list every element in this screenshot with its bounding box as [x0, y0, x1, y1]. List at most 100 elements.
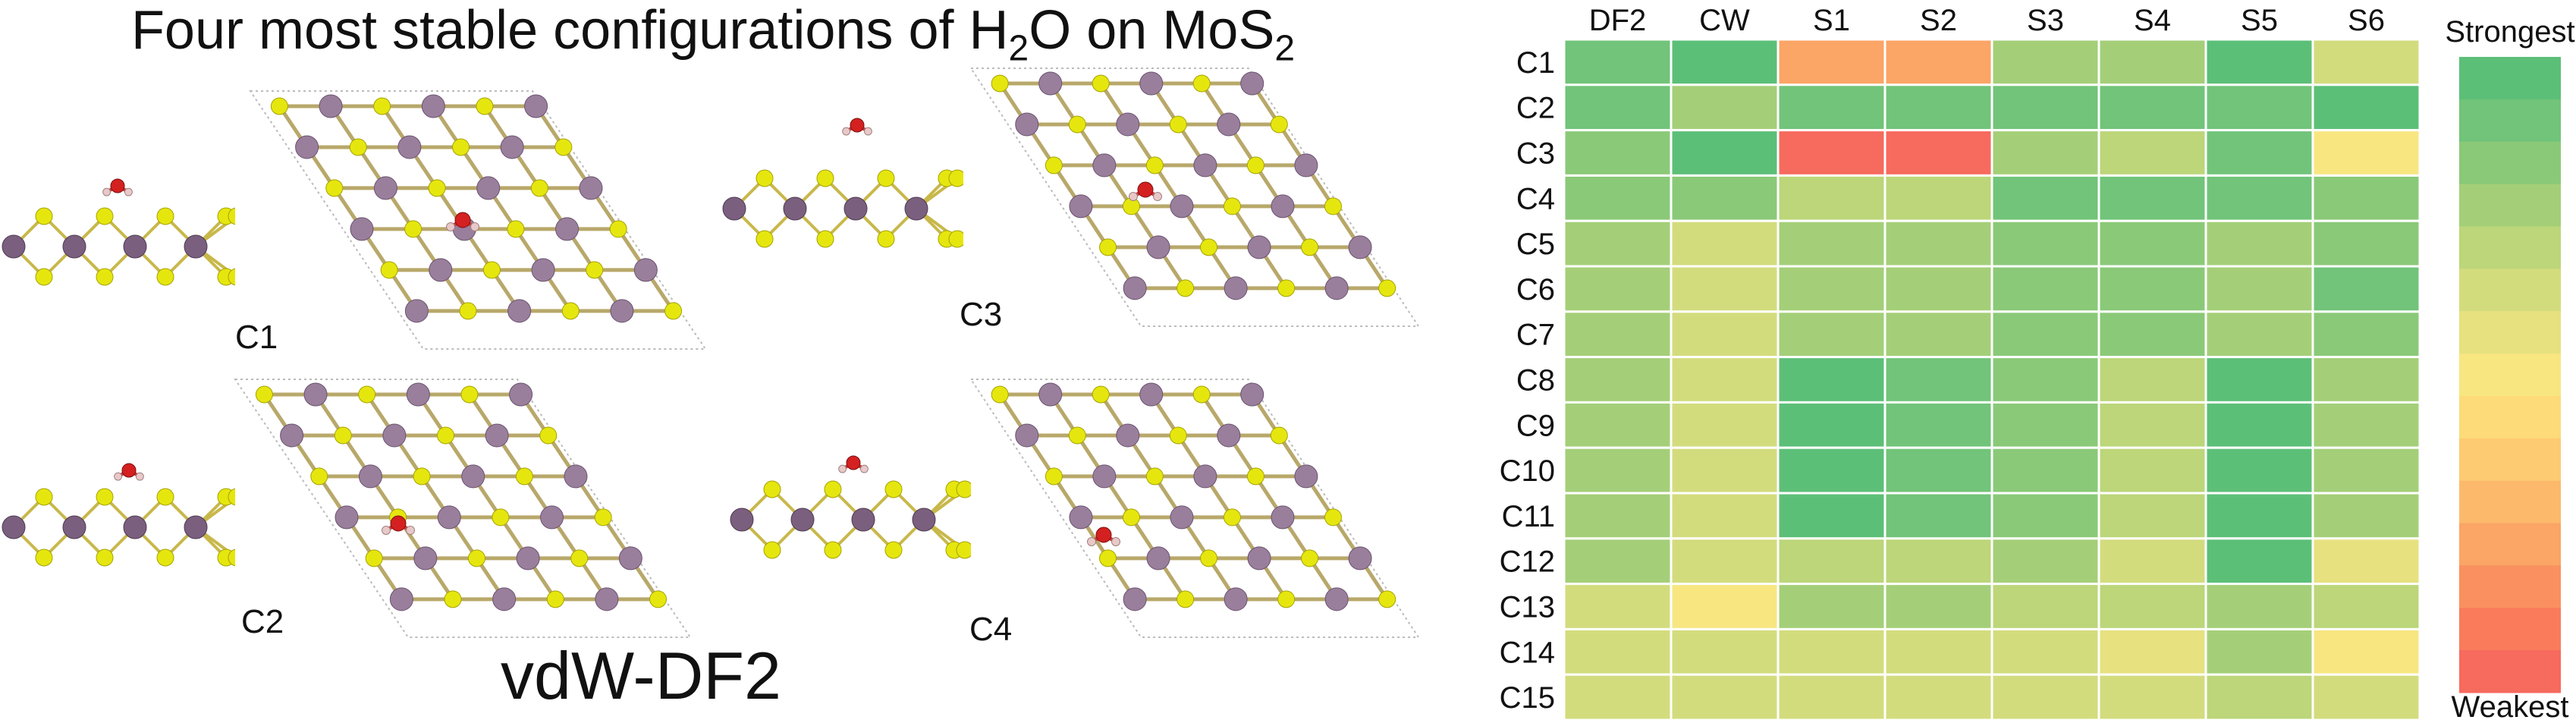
heatmap-cell	[2204, 129, 2314, 177]
heatmap-cell	[1670, 38, 1780, 86]
heatmap-cell	[1990, 265, 2100, 313]
heatmap-cell	[2097, 129, 2207, 177]
sulfur-atom	[539, 426, 558, 445]
heatmap-cell	[2311, 310, 2421, 359]
column-label: S5	[2241, 4, 2278, 37]
colorbar-segment	[2459, 565, 2561, 608]
heatmap-cell	[1563, 673, 1673, 721]
sulfur-atom	[255, 385, 273, 404]
molybdenum-atom	[722, 196, 746, 221]
molybdenum-atom	[476, 176, 501, 200]
row-label: C2	[1516, 92, 1555, 125]
row-label: C14	[1500, 636, 1555, 669]
colorbar-segment	[2459, 141, 2561, 185]
c2-top-view	[234, 379, 692, 638]
molybdenum-atom	[1348, 235, 1372, 259]
molybdenum-atom	[123, 234, 147, 259]
heatmap-cell	[2097, 537, 2207, 586]
row-label: C6	[1516, 273, 1555, 306]
molybdenum-atom	[524, 94, 548, 118]
molybdenum-atom	[1116, 423, 1140, 448]
row-label: C13	[1500, 591, 1555, 624]
molybdenum-atom	[62, 234, 86, 259]
heatmap-cell	[1776, 129, 1886, 177]
sulfur-atom	[756, 169, 774, 187]
heatmap-cell	[1563, 401, 1673, 449]
heatmap-cell	[2311, 83, 2421, 132]
heatmap-cell	[2311, 446, 2421, 495]
colorbar-segment	[2459, 57, 2561, 100]
molybdenum-atom	[1271, 194, 1295, 218]
heatmap-cell	[2204, 356, 2314, 404]
colorbar-segment	[2459, 226, 2561, 269]
unit-cell-frame	[969, 68, 1420, 327]
hydrogen-atom	[135, 472, 144, 481]
colorbar-segment	[2459, 438, 2561, 482]
heatmap-cell	[1883, 627, 1993, 676]
heatmap-cell	[2204, 583, 2314, 630]
molybdenum-atom	[1217, 112, 1241, 137]
molybdenum-atom	[1324, 587, 1349, 611]
sulfur-atom	[1068, 115, 1086, 134]
row-label: C10	[1500, 454, 1555, 488]
colorbar-top-label: Strongest	[2445, 15, 2574, 49]
molybdenum-atom	[500, 135, 524, 159]
sulfur-atom	[1192, 74, 1211, 93]
heatmap-cell	[2204, 265, 2314, 313]
sulfur-atom	[956, 541, 971, 559]
column-label: S4	[2134, 4, 2171, 37]
heatmap-cell	[1883, 401, 1993, 449]
heatmap-cell	[2311, 129, 2421, 177]
heatmap-cell	[1883, 83, 1993, 132]
sulfur-atom	[35, 268, 53, 286]
sulfur-atom	[452, 138, 470, 156]
row-label: C4	[1516, 182, 1555, 215]
molybdenum-atom	[579, 176, 603, 200]
sulfur-atom	[96, 207, 114, 225]
sulfur-atom	[1145, 156, 1164, 174]
molybdenum-atom	[62, 515, 86, 539]
c2-side-view	[2, 463, 235, 567]
molybdenum-atom	[1217, 423, 1241, 448]
method-label: vdW-DF2	[501, 638, 781, 713]
heatmap-cell	[1883, 129, 1993, 177]
hydrogen-atom	[838, 464, 847, 473]
heatmap-cell	[2097, 310, 2207, 359]
molybdenum-atom	[507, 299, 532, 323]
heatmap-cell	[1563, 83, 1673, 132]
sulfur-atom	[334, 426, 352, 445]
oxygen-atom	[390, 515, 407, 532]
sulfur-atom	[763, 541, 781, 559]
sulfur-atom	[1169, 115, 1187, 134]
sulfur-atom	[586, 261, 604, 279]
molybdenum-atom	[373, 176, 397, 200]
column-label: DF2	[1589, 4, 1647, 37]
heatmap-cell	[1563, 583, 1673, 630]
molybdenum-atom	[904, 196, 928, 221]
sulfur-atom	[816, 169, 834, 187]
sulfur-atom	[991, 74, 1009, 93]
heatmap-cell	[2311, 265, 2421, 313]
sulfur-atom	[156, 268, 174, 286]
molybdenum-atom	[618, 546, 642, 571]
hydrogen-atom	[470, 222, 479, 231]
molybdenum-atom	[1116, 112, 1140, 137]
heatmap-cell	[2311, 219, 2421, 268]
heatmap-cell	[1670, 219, 1780, 268]
molybdenum-atom	[783, 196, 807, 221]
row-label: C15	[1500, 681, 1555, 715]
heatmap-cell	[1563, 310, 1673, 359]
heatmap-cell	[2311, 356, 2421, 404]
sulfur-atom	[884, 480, 903, 498]
sulfur-atom	[1176, 279, 1195, 297]
oxygen-atom	[1095, 527, 1112, 543]
sulfur-atom	[1200, 549, 1218, 567]
heatmap-cell	[1563, 129, 1673, 177]
heatmap-cell	[1990, 38, 2100, 86]
heatmap-cell	[1776, 583, 1886, 630]
unit-cell-frame	[234, 379, 692, 638]
sulfur-atom	[460, 385, 479, 404]
colorbar-segment	[2459, 184, 2561, 227]
sulfur-atom	[96, 488, 114, 506]
heatmap-cell	[1883, 219, 1993, 268]
